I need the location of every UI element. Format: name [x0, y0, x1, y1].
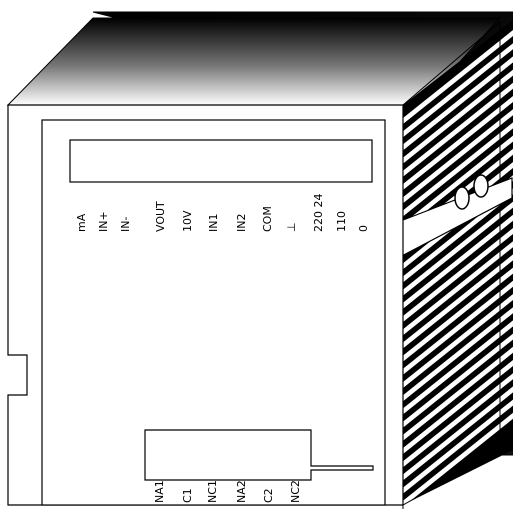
terminal-label-na1: NA1 — [153, 480, 166, 503]
terminal-label-nc1: NC1 — [206, 480, 219, 503]
relay-terminal-block — [144, 429, 374, 481]
louvre-slat — [403, 214, 513, 309]
louvre-slat — [403, 135, 513, 230]
terminal-label-com: COM — [261, 206, 274, 232]
louvre-slat — [403, 69, 513, 164]
louvre-slat — [403, 56, 513, 151]
rail-screw-2 — [473, 174, 489, 198]
terminal-label-in-plus: IN+ — [97, 211, 110, 232]
louvre-slat — [403, 109, 513, 204]
display-window — [69, 139, 373, 183]
terminal-label-na2: NA2 — [235, 480, 248, 503]
louvre-slat — [403, 386, 513, 481]
louvre-slat — [403, 122, 513, 217]
louvre-slat — [403, 294, 513, 388]
terminal-label-in2: IN2 — [235, 213, 248, 232]
louvre-slat — [403, 412, 513, 505]
louvre-slat — [403, 280, 513, 375]
terminal-label-supply-3: 0 — [357, 225, 370, 232]
louvre-slat — [403, 30, 513, 124]
terminal-label-in1: IN1 — [207, 213, 220, 232]
terminal-label-supply-2: 110 — [335, 211, 348, 232]
louvre-slat — [403, 346, 513, 441]
louvre-slat — [403, 320, 513, 415]
terminal-label-in-minus: IN- — [119, 216, 132, 232]
louvre-slat — [403, 96, 513, 190]
terminal-label-supply-1: 220 24 — [312, 193, 325, 233]
louvre-slat — [403, 43, 513, 138]
louvre-slat — [403, 267, 513, 362]
terminal-label-mA: mA — [75, 213, 88, 232]
louvre-slat — [403, 360, 513, 454]
terminal-label-vout: VOUT — [154, 201, 167, 232]
louvre-slat — [403, 307, 513, 402]
louvre-slat — [403, 228, 513, 322]
louvre-slat — [403, 399, 513, 494]
rail-screw-1 — [454, 186, 470, 210]
louvre-slat — [403, 254, 513, 349]
louvre-slat — [403, 333, 513, 428]
louvre-slat — [403, 201, 513, 296]
louvre-slat — [403, 373, 513, 468]
louvre-slat — [403, 82, 513, 177]
terminal-label-10v: 10V — [181, 210, 194, 232]
terminal-label-c1: C1 — [181, 488, 194, 503]
louvre-slat — [403, 241, 513, 336]
terminal-label-nc2: NC2 — [289, 480, 302, 503]
terminal-label-ground: ⊥ — [285, 222, 298, 232]
terminal-label-c2: C2 — [262, 488, 275, 503]
